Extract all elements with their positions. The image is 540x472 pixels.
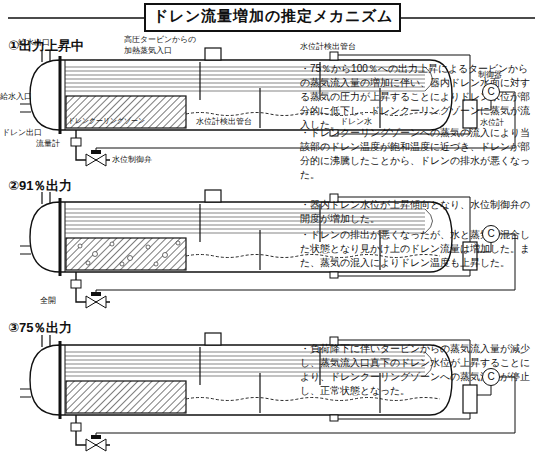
part-label: 流量計 [36, 139, 60, 149]
explanation-text: ・器内ドレン水位が上昇傾向となり、水位制御弁の開度が増加した。 [300, 198, 534, 226]
part-label: ドレン出口 [2, 128, 42, 138]
node-text: C [487, 229, 494, 239]
section-heading: ③75％出力 [8, 320, 72, 336]
diagram-title: ドレン流量増加の推定メカニズム [150, 7, 395, 26]
explanation-text: ・ドレンクーリングゾーンへの蒸気の流入により当該部のドレン温度が飽和温度に近づき… [300, 126, 534, 182]
section-heading: ②91％出力 [8, 178, 72, 194]
part-label: 水位計 [480, 118, 504, 128]
controller-circle: C [482, 225, 500, 243]
controller-circle: C [482, 368, 500, 386]
part-label: 給水出口 [18, 38, 50, 48]
part-label: 水位計検出管台 [300, 42, 356, 52]
controller-circle: C [482, 83, 500, 101]
part-label: 全開 [40, 296, 56, 306]
node-text: C [487, 87, 494, 97]
node-text: C [487, 372, 494, 382]
explanation-text: ・負荷降下に伴いタービンからの蒸気流入量が減少し、蒸気流入口真下のドレン水位が上… [300, 342, 534, 398]
explanation-text: ・75％から100％への出力上昇によるタービンからの蒸気流入量の増加に伴い、器内… [300, 62, 534, 132]
steam-bubbles [78, 241, 180, 266]
title-frame [145, 4, 400, 31]
part-label: 給水入口 [0, 92, 32, 102]
part-label: 水位計検出管台 [196, 117, 252, 127]
part-label: ドレン水 [340, 117, 372, 127]
zone-label: ドレンクーリングゾーン [68, 117, 145, 125]
part-label: 高圧タービンからの 加熱蒸気入口 [124, 34, 204, 56]
part-label: 水位制御弁 [112, 155, 152, 165]
